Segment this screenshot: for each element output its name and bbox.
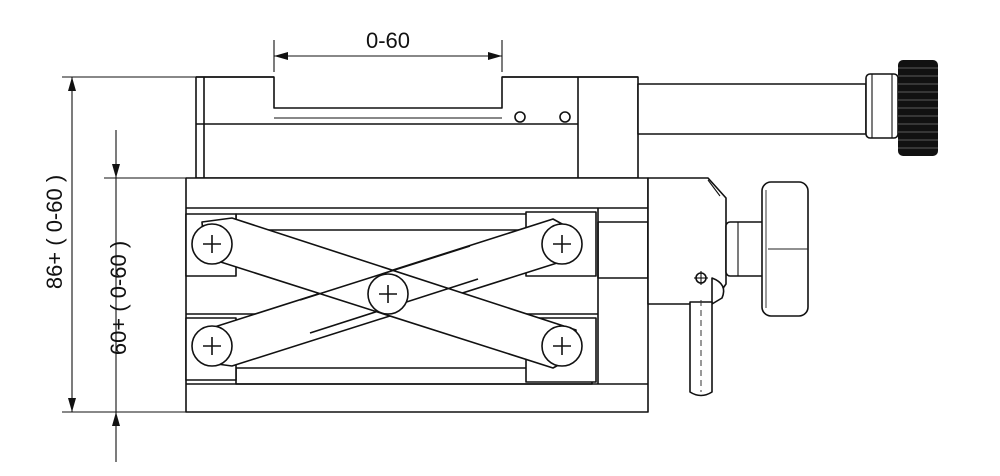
- screw-hole-right: [559, 111, 571, 123]
- top-width-label: 0-60: [366, 28, 410, 53]
- pivot-lower-left: [191, 325, 233, 367]
- dimension-outer-height: 86+ ( 0-60 ): [42, 76, 196, 413]
- micrometer-drive: [637, 60, 938, 156]
- top-stage: [195, 74, 639, 179]
- outer-height-label: 86+ ( 0-60 ): [42, 175, 67, 289]
- height-adjuster: [647, 177, 809, 397]
- pivot-lower-right: [541, 325, 583, 367]
- micrometer-collar: [865, 73, 899, 139]
- pivot-upper-left: [191, 223, 233, 265]
- dimension-inner-height: 60+ ( 0-60 ): [104, 130, 186, 462]
- pivot-center: [367, 273, 409, 315]
- scissor-mechanism: [185, 211, 597, 383]
- inner-height-label: 60+ ( 0-60 ): [106, 241, 131, 355]
- dimension-top-width: 0-60: [273, 28, 503, 72]
- locking-lever: [689, 301, 713, 397]
- pivot-upper-right: [541, 223, 583, 265]
- adjuster-housing: [647, 177, 727, 305]
- micrometer-barrel: [637, 83, 867, 135]
- screw-hole-left: [514, 111, 526, 123]
